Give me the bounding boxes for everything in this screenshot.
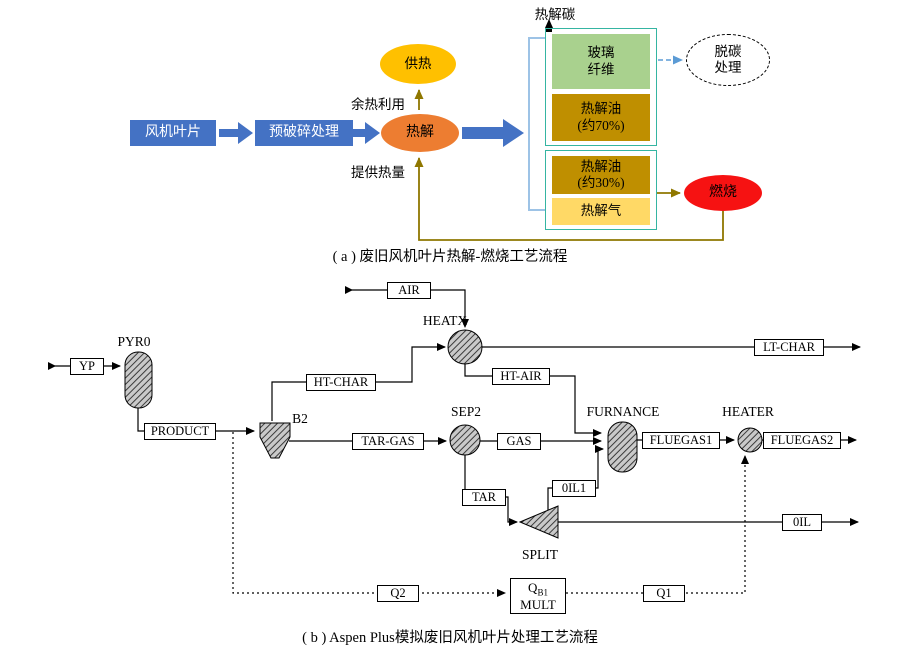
stream-product: PRODUCT — [144, 423, 216, 440]
q2-heat-line — [232, 432, 506, 597]
stream-lt-char: LT-CHAR — [754, 339, 824, 356]
mult-block: QB1 MULT — [510, 578, 566, 614]
q1-heat-line — [566, 455, 749, 594]
stream-gas: GAS — [497, 433, 541, 450]
ht-air-line — [464, 364, 602, 437]
sep2-separator-icon — [449, 424, 481, 456]
block-arrow-2 — [352, 122, 380, 144]
pre-crush-node: 预破碎处理 — [255, 120, 353, 146]
air-line — [345, 289, 469, 328]
product-bracket — [528, 37, 545, 211]
block-arrow-1 — [219, 122, 253, 144]
stream-tar-gas: TAR-GAS — [352, 433, 424, 450]
heat-supply-node: 供热 — [380, 44, 456, 84]
b2-cyclone-icon — [259, 422, 291, 459]
provide-heat-label: 提供热量 — [351, 165, 405, 180]
stream-ht-char: HT-CHAR — [306, 374, 376, 391]
furnance-label: FURNANCE — [586, 404, 660, 419]
b2-label: B2 — [292, 411, 308, 426]
carbon-port-square — [546, 26, 552, 32]
heatx-exchanger-icon — [447, 329, 483, 365]
pyr0-label: PYR0 — [117, 334, 151, 349]
heater-label: HEATER — [722, 404, 774, 419]
split-label: SPLIT — [521, 547, 558, 562]
glass-fiber-node: 玻璃 纤维 — [552, 34, 650, 89]
product-group-bottom — [545, 150, 657, 230]
stream-q2: Q2 — [377, 585, 419, 602]
oil70-node: 热解油 (约70%) — [552, 94, 650, 141]
pyr0-reactor-icon — [124, 351, 153, 409]
stream-q1: Q1 — [643, 585, 685, 602]
split-splitter-icon — [518, 505, 559, 539]
furnance-vessel-icon — [607, 421, 638, 473]
pyrolysis-node: 热解 — [381, 114, 459, 152]
stream-fluegas1: FLUEGAS1 — [642, 432, 720, 449]
waste-heat-label: 余热利用 — [351, 97, 405, 112]
stream-air: AIR — [387, 282, 431, 299]
stream-yp: YP — [70, 358, 104, 375]
pyro-gas-node: 热解气 — [552, 198, 650, 225]
combustion-node: 燃烧 — [684, 175, 762, 211]
part-b-icons — [124, 329, 763, 539]
stream-fluegas2: FLUEGAS2 — [763, 432, 841, 449]
part-a-connectors — [219, 19, 724, 241]
sep2-label: SEP2 — [450, 404, 481, 419]
stream-oil: 0IL — [782, 514, 822, 531]
ht-char-line — [271, 343, 446, 421]
heater-icon — [737, 427, 763, 453]
heatx-label: HEATX — [422, 313, 468, 328]
caption-b: ( b ) Aspen Plus模拟废旧风机叶片处理工艺流程 — [302, 630, 598, 646]
product-group-top — [545, 28, 657, 146]
stream-tar: TAR — [462, 489, 506, 506]
stream-ht-air: HT-AIR — [492, 368, 550, 385]
combustion-feedback-line — [414, 157, 724, 241]
caption-a: ( a ) 废旧风机叶片热解-燃烧工艺流程 — [332, 249, 568, 265]
mult-name-label: MULT — [520, 596, 556, 612]
decarb-node: 脱碳 处理 — [686, 34, 770, 86]
stream-oil1: 0IL1 — [552, 480, 596, 497]
blade-node: 风机叶片 — [130, 120, 216, 146]
tar-line — [464, 455, 518, 526]
oil30-node: 热解油 (约30%) — [552, 156, 650, 194]
pyro-carbon-label: 热解碳 — [534, 7, 576, 22]
block-arrow-3 — [462, 119, 524, 147]
mult-q-label: QB1 — [528, 580, 548, 598]
oil1-line — [547, 445, 604, 511]
